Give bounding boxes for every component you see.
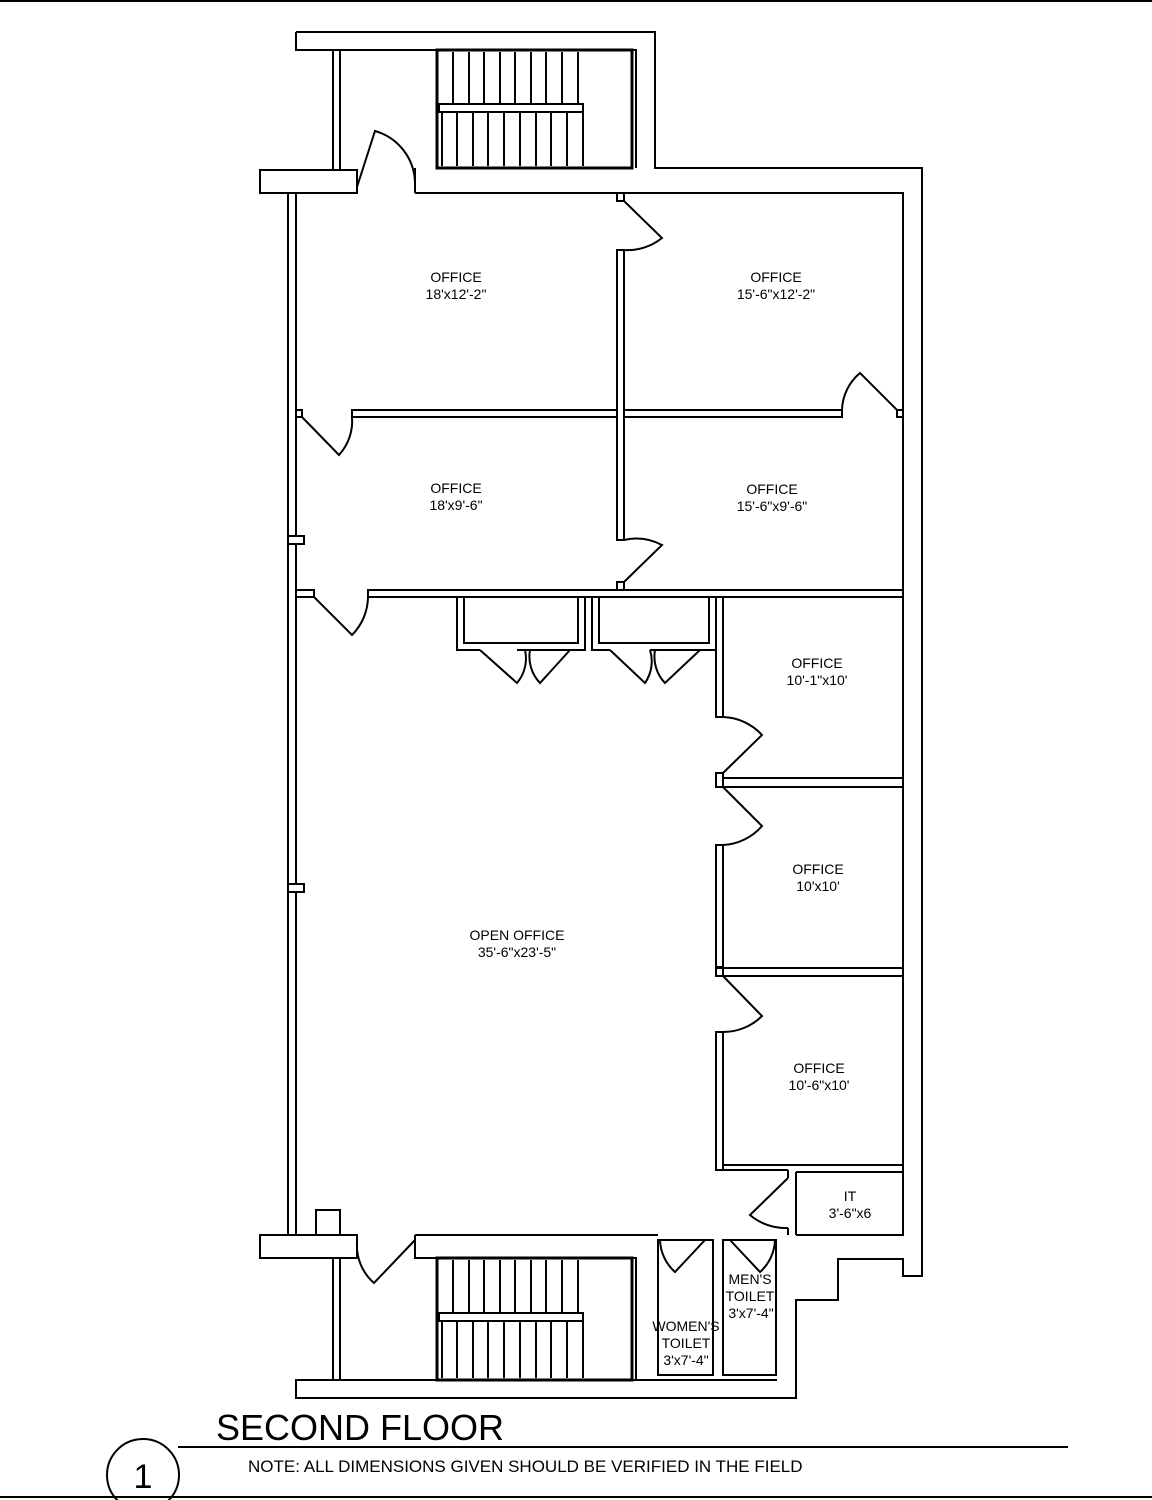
drawing-note: NOTE: ALL DIMENSIONS GIVEN SHOULD BE VER… — [248, 1457, 803, 1476]
room-size: 18'x9'-6" — [429, 497, 482, 513]
room-name: OFFICE — [793, 1060, 844, 1076]
exterior-walls — [259, 31, 923, 1399]
room-size: 18'x12'-2" — [426, 286, 487, 302]
room-name-line2: TOILET — [662, 1335, 711, 1351]
door-icon — [722, 786, 764, 846]
door-icon — [313, 596, 369, 637]
room-size: 3'-6"x6 — [829, 1205, 872, 1221]
room-size: 10'x10' — [796, 878, 840, 894]
room-size: 35'-6"x23'-5" — [478, 944, 556, 960]
room-name: OFFICE — [750, 269, 801, 285]
door-icon — [355, 1239, 416, 1285]
room-name: WOMEN'S — [652, 1318, 719, 1334]
room-name: OFFICE — [430, 269, 481, 285]
room-size: 10'-6"x10' — [789, 1077, 850, 1093]
stair-top — [435, 48, 634, 170]
door-icon — [659, 1239, 706, 1274]
room-labels: OFFICE 18'x12'-2" OFFICE 15'-6"x12'-2" O… — [426, 269, 872, 1368]
door-icon — [748, 1177, 789, 1230]
room-name: IT — [844, 1188, 857, 1204]
drawing-title: SECOND FLOOR — [216, 1407, 504, 1448]
room-size: 15'-6"x12'-2" — [737, 286, 815, 302]
door-icon — [729, 1239, 776, 1274]
room-size: 10'-1"x10' — [787, 672, 848, 688]
door-icon — [479, 649, 571, 685]
room-name: OFFICE — [430, 480, 481, 496]
room-name-line2: TOILET — [726, 1288, 775, 1304]
room-name: OPEN OFFICE — [470, 927, 565, 943]
door-icon — [841, 371, 898, 411]
title-block: 1 SECOND FLOOR NOTE: ALL DIMENSIONS GIVE… — [106, 1407, 1068, 1500]
room-size: 3'x7'-4" — [728, 1305, 773, 1321]
room-name: MEN'S — [728, 1271, 771, 1287]
door-icon — [623, 537, 664, 583]
room-name: OFFICE — [791, 655, 842, 671]
room-size: 15'-6"x9'-6" — [737, 498, 808, 514]
door-icon — [609, 649, 701, 685]
door-icon — [623, 200, 664, 252]
drawing-number: 1 — [134, 1458, 153, 1496]
room-name: OFFICE — [746, 481, 797, 497]
stair-bottom — [435, 1256, 634, 1382]
door-icon — [722, 716, 764, 774]
interior-walls — [295, 192, 904, 1376]
door-icon — [356, 129, 416, 188]
door-icon — [301, 416, 354, 457]
drawing-number-circle — [106, 1438, 180, 1500]
door-swings — [301, 129, 898, 1285]
room-name: OFFICE — [792, 861, 843, 877]
door-icon — [722, 975, 764, 1034]
room-size: 3'x7'-4" — [663, 1352, 708, 1368]
